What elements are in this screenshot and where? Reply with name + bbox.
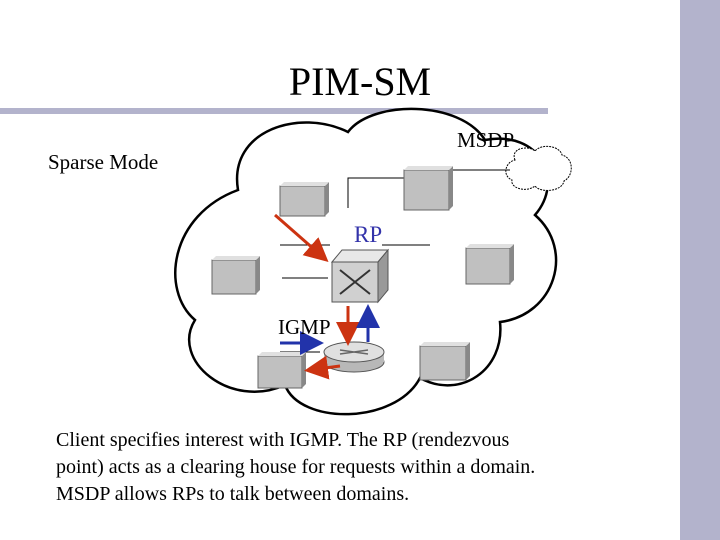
host-box-icon: [403, 166, 453, 211]
join-arrow: [274, 213, 329, 262]
slide-title: PIM-SM: [288, 59, 432, 104]
host-box-icon: [419, 342, 470, 381]
host-box-icon: [279, 182, 329, 217]
host-box-icon: [465, 244, 514, 285]
rp-label: RP: [354, 222, 383, 247]
caption-line: MSDP allows RPs to talk between domains.: [56, 483, 410, 505]
caption-line: point) acts as a clearing house for requ…: [56, 456, 536, 478]
caption: Client specifies interest with IGMP. The…: [56, 427, 656, 508]
switch-icon: [330, 248, 390, 304]
sparse-mode-label: Sparse Mode: [48, 150, 159, 174]
small-cloud-icon: [505, 145, 572, 191]
igmp-label: IGMP: [278, 315, 331, 339]
host-box-icon: [257, 352, 306, 389]
caption-line: Client specifies interest with IGMP. The…: [56, 429, 510, 451]
title-underline: [0, 108, 548, 114]
host-box-icon: [211, 256, 260, 295]
data-arrow: [304, 355, 341, 380]
right-sidebar: [680, 0, 720, 540]
msdp-label: MSDP: [457, 128, 515, 152]
